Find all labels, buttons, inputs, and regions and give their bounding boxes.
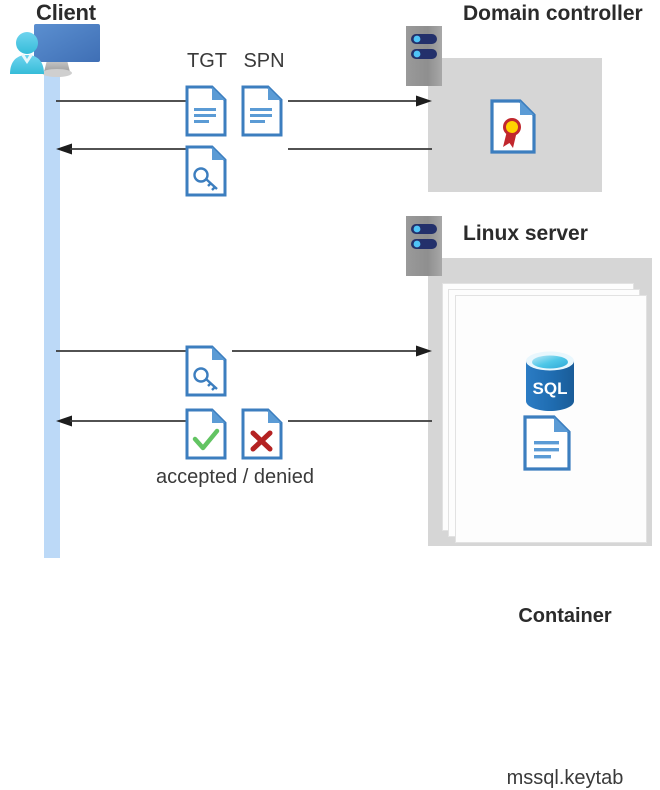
- arrow-client-to-domain-controller: [56, 95, 432, 107]
- arrow-domain-controller-to-client: [56, 143, 432, 155]
- client-title: Client: [36, 0, 96, 25]
- key-document-icon: [185, 345, 227, 402]
- domain-controller-title: Domain controller: [463, 2, 643, 25]
- x-document-icon: [241, 408, 283, 465]
- client-lifeline: [44, 70, 60, 558]
- client-workstation-icon: [8, 22, 104, 89]
- check-document-icon: [185, 408, 227, 465]
- accepted-denied-label: accepted / denied: [156, 466, 314, 488]
- sql-database-icon: SQL: [523, 350, 577, 417]
- linux-server-title: Linux server: [463, 222, 588, 245]
- key-document-icon: [185, 145, 227, 202]
- keytab-filename-label: mssql.keytab: [506, 767, 624, 789]
- text-document-icon: [523, 415, 571, 476]
- container-content: Container SQL: [455, 295, 645, 789]
- svg-text:SQL: SQL: [533, 379, 568, 398]
- tgt-label: TGT: [187, 50, 227, 72]
- arrow-linux-server-to-client: [56, 415, 432, 427]
- spn-label: SPN: [243, 50, 285, 72]
- text-document-icon: [185, 85, 227, 142]
- text-document-icon: [241, 85, 283, 142]
- arrow-client-to-linux-server: [56, 345, 432, 357]
- server-rack-icon: [406, 216, 442, 276]
- container-title: Container: [518, 605, 612, 627]
- server-rack-icon: [406, 26, 442, 86]
- certificate-document-icon: [490, 99, 536, 159]
